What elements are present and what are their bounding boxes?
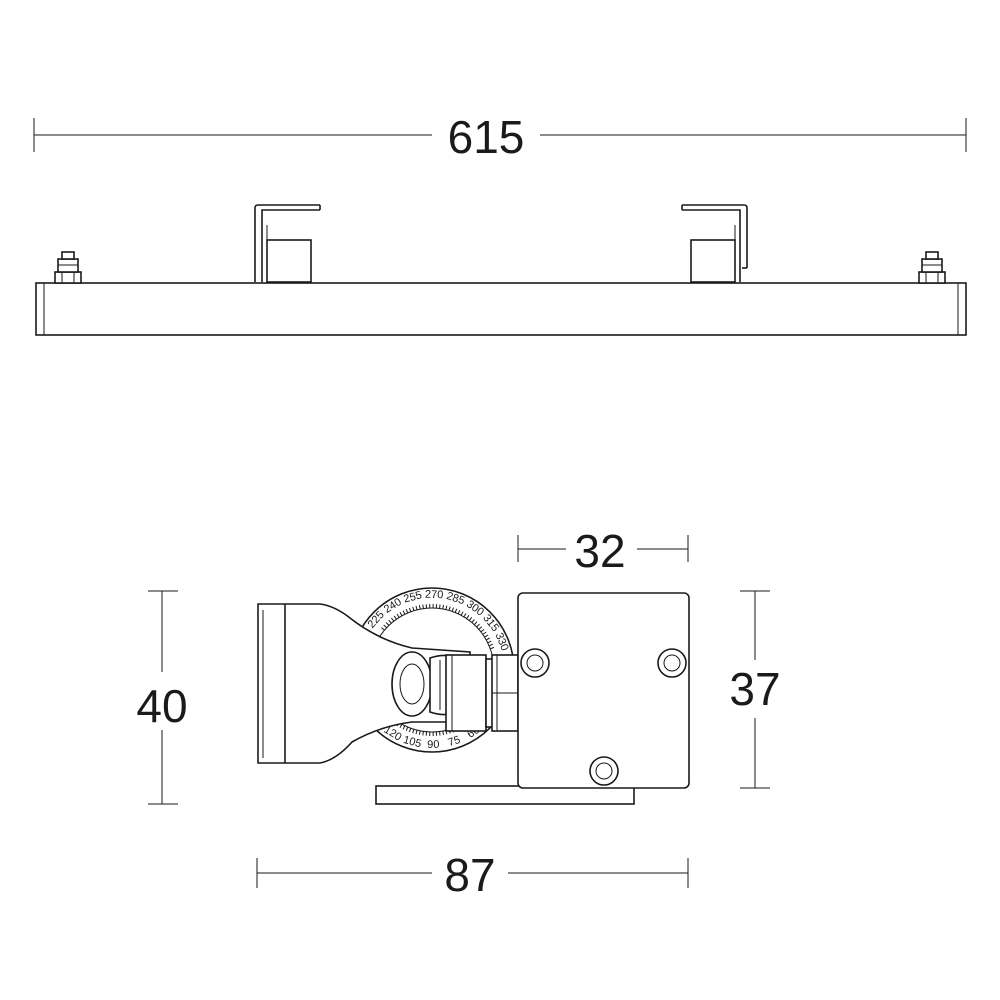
- scale-tick: [490, 646, 495, 650]
- scale-tick: [399, 612, 403, 617]
- end-screw-left: [54, 251, 82, 284]
- pivot-joint: [391, 651, 519, 732]
- scale-tick: [399, 723, 403, 728]
- screw-hole-1: [520, 648, 550, 678]
- scale-tick: [412, 606, 415, 611]
- dimension-label-40: 40: [136, 680, 187, 732]
- scale-tick: [422, 604, 424, 609]
- scale-tick: [484, 634, 489, 638]
- base-plate: [375, 785, 635, 805]
- mounting-block: [517, 592, 690, 789]
- scale-tick: [402, 610, 406, 615]
- scale-tick: [468, 616, 473, 621]
- scale-label: 105: [402, 734, 423, 750]
- scale-tick: [454, 608, 458, 613]
- scale-tick: [408, 728, 412, 733]
- scale-label: 285: [445, 590, 466, 607]
- dimension-label-615: 615: [448, 111, 525, 163]
- scale-tick: [391, 617, 395, 622]
- top-view: 615: [33, 111, 967, 336]
- scale-tick: [473, 621, 478, 626]
- scale-tick: [385, 622, 390, 626]
- dimension-40: 40: [136, 590, 188, 805]
- dimension-615: 615: [33, 111, 967, 163]
- scale-tick: [396, 613, 400, 618]
- scale-tick: [415, 730, 418, 735]
- scale-tick: [488, 643, 493, 647]
- scale-tick: [460, 611, 464, 616]
- screw-hole-2: [657, 648, 687, 678]
- scale-tick: [451, 607, 454, 612]
- scale-tick: [448, 606, 451, 611]
- scale-tick: [442, 604, 444, 609]
- scale-tick: [422, 731, 424, 736]
- scale-tick: [480, 629, 485, 633]
- scale-tick: [442, 731, 444, 736]
- scale-tick: [487, 640, 492, 644]
- scale-tick: [466, 615, 470, 619]
- scale-tick: [402, 725, 406, 730]
- scale-label: 270: [425, 589, 444, 602]
- mounting-bracket-right: [681, 204, 748, 283]
- scale-tick: [393, 615, 397, 620]
- luminaire-body: [35, 282, 967, 336]
- dimension-label-87: 87: [444, 849, 495, 901]
- scale-tick: [418, 730, 421, 735]
- scale-tick: [405, 609, 409, 614]
- scale-tick: [457, 609, 461, 615]
- scale-tick: [476, 623, 480, 628]
- scale-tick: [463, 613, 467, 618]
- scale-tick: [478, 626, 483, 630]
- scale-tick: [445, 605, 448, 610]
- mounting-bracket-left: [254, 204, 321, 283]
- scale-tick: [412, 729, 415, 734]
- scale-tick: [388, 619, 392, 624]
- scale-tick: [405, 726, 409, 731]
- scale-tick: [418, 605, 421, 610]
- dimension-37: 37: [729, 590, 781, 789]
- scale-tick: [415, 605, 418, 610]
- scale-tick: [471, 619, 475, 623]
- side-view: 32 40 37 87: [136, 525, 780, 901]
- dimension-32: 32: [517, 525, 689, 577]
- scale-tick: [381, 627, 385, 631]
- dimension-label-32: 32: [574, 525, 625, 577]
- scale-tick: [485, 637, 490, 641]
- screw-hole-3: [589, 756, 619, 786]
- scale-label: 75: [447, 734, 462, 749]
- scale-label: 90: [427, 739, 439, 751]
- scale-label: 255: [402, 589, 423, 605]
- scale-tick: [482, 631, 487, 635]
- scale-tick: [408, 607, 412, 612]
- dimension-label-37: 37: [729, 663, 780, 715]
- scale-tick: [383, 624, 388, 629]
- dimension-87: 87: [256, 849, 689, 901]
- end-screw-right: [918, 251, 946, 284]
